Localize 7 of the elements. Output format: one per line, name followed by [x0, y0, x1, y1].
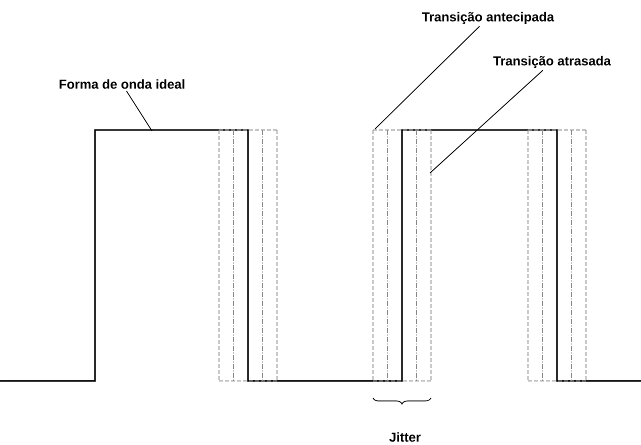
callout-text: Forma de onda ideal	[60, 79, 184, 89]
leader-line	[374, 26, 480, 130]
callout-text: Transição antecipada	[422, 12, 554, 24]
leader-line	[430, 70, 544, 174]
leader-line	[126, 90, 152, 132]
callout-text: Transição atrasada	[493, 56, 611, 68]
jitter-label: Jitter	[389, 432, 421, 442]
